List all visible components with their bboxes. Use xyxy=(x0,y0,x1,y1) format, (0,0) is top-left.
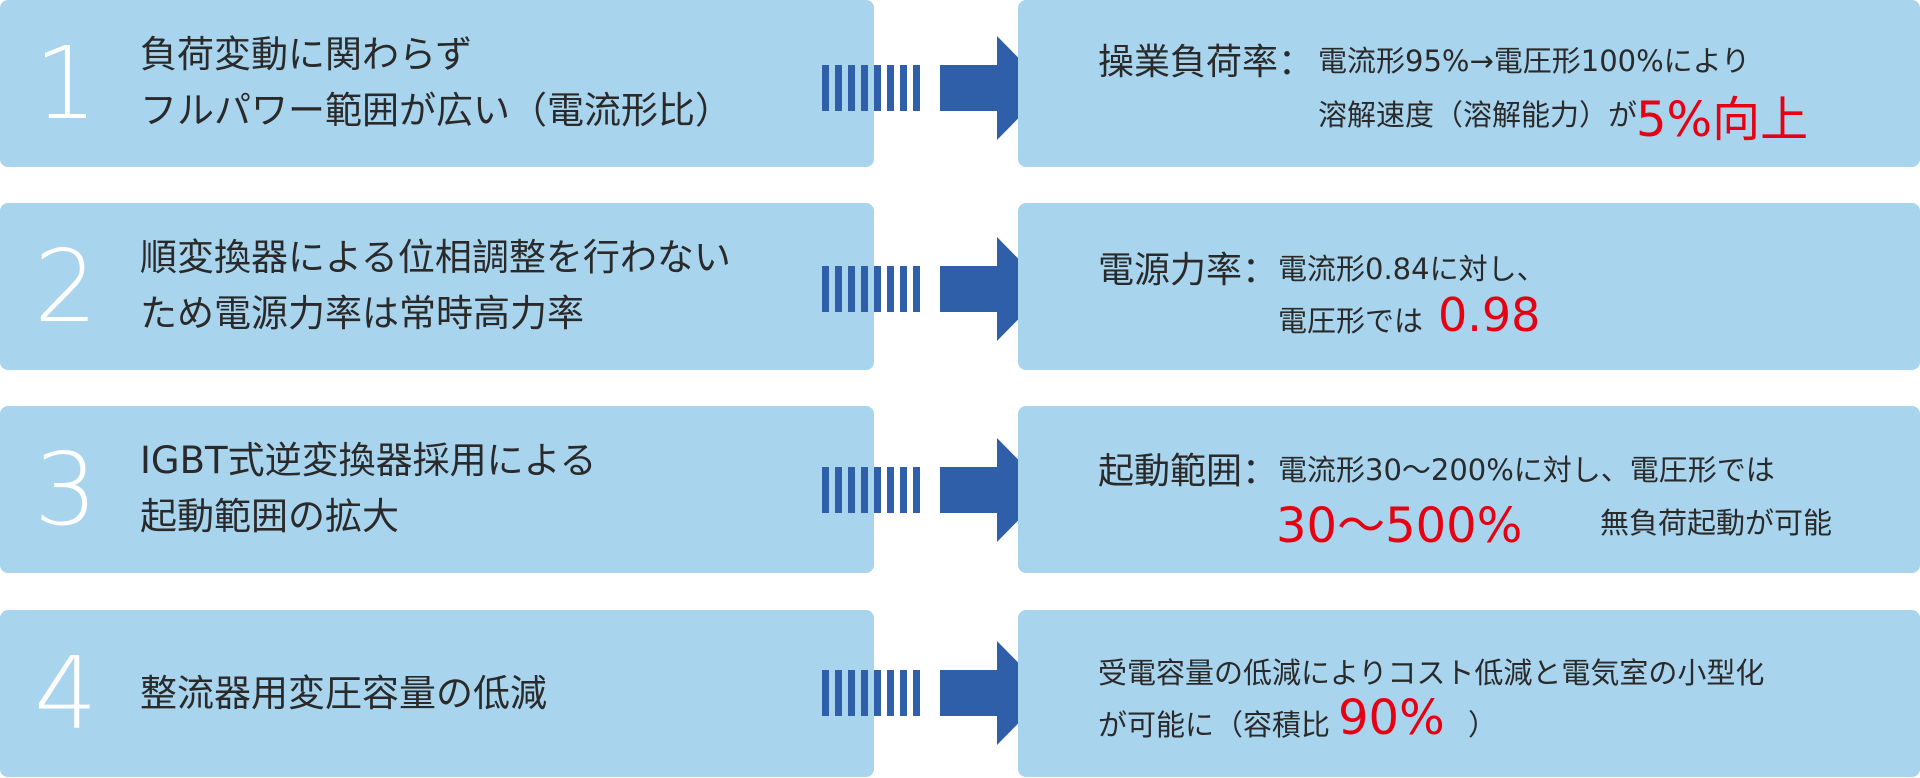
row-2-arrow-icon xyxy=(822,237,1048,341)
row-3-result-box: 起動範囲： 電流形30～200%に対し、電圧形では 30～500% 無負荷起動が… xyxy=(1018,406,1920,573)
row-3-result-highlight: 30～500% xyxy=(1276,498,1523,554)
row-1-result-highlight: 5%向上 xyxy=(1636,92,1809,148)
row-1-feature-box: 1 負荷変動に関わらず フルパワー範囲が広い（電流形比） xyxy=(0,0,874,167)
row-1-result-text-1: 電流形95%→電圧形100%により xyxy=(1318,44,1751,78)
row-3-result-label: 起動範囲： xyxy=(1098,451,1279,492)
row-4-arrow-icon xyxy=(822,641,1048,745)
row-2-result-text-1: 電流形0.84に対し、 xyxy=(1278,252,1546,286)
row-1-result-label: 操業負荷率： xyxy=(1098,42,1315,83)
row-4-result-text-2: が可能に（容積比 xyxy=(1098,708,1331,742)
row-2-description-line-2: ため電源力率は常時高力率 xyxy=(140,292,584,335)
row-2-result-text-2: 電圧形では xyxy=(1278,304,1424,338)
row-4-result-highlight: 90% xyxy=(1338,690,1445,746)
row-2-description-line-1: 順変換器による位相調整を行わない xyxy=(140,236,731,279)
row-2-feature-box: 2 順変換器による位相調整を行わない ため電源力率は常時高力率 xyxy=(0,203,874,370)
row-4-feature-box: 4 整流器用変圧容量の低減 xyxy=(0,610,874,777)
row-3-description-line-1: IGBT式逆変換器採用による xyxy=(140,439,597,482)
row-2-number: 2 xyxy=(34,228,98,345)
row-4-description-line-1: 整流器用変圧容量の低減 xyxy=(140,672,547,715)
row-1-number: 1 xyxy=(34,25,98,142)
row-1-result-text-2: 溶解速度（溶解能力）が xyxy=(1318,98,1638,132)
row-4-number: 4 xyxy=(34,635,98,752)
row-3-number: 3 xyxy=(34,431,98,548)
row-2-result-box: 電源力率： 電流形0.84に対し、 電圧形では 0.98 xyxy=(1018,203,1920,370)
row-3-arrow-icon xyxy=(822,438,1048,542)
row-3-result-text-2: 無負荷起動が可能 xyxy=(1600,506,1833,540)
row-4-result-text-3: ） xyxy=(1468,708,1498,742)
row-1-description-line-1: 負荷変動に関わらず xyxy=(140,33,473,76)
row-1-result-box: 操業負荷率： 電流形95%→電圧形100%により 溶解速度（溶解能力）が 5%向… xyxy=(1018,0,1920,167)
row-4-result-box: 受電容量の低減によりコスト低減と電気室の小型化 が可能に（容積比 90% ） xyxy=(1018,610,1920,777)
row-2-result-label: 電源力率： xyxy=(1098,250,1279,291)
row-1-description-line-2: フルパワー範囲が広い（電流形比） xyxy=(140,89,732,132)
row-2-result-highlight: 0.98 xyxy=(1438,288,1541,342)
row-1-arrow-icon xyxy=(822,36,1048,140)
row-4-result-text-1: 受電容量の低減によりコスト低減と電気室の小型化 xyxy=(1098,656,1765,690)
row-3-feature-box: 3 IGBT式逆変換器採用による 起動範囲の拡大 xyxy=(0,406,874,573)
row-3-description-line-2: 起動範囲の拡大 xyxy=(140,495,399,538)
row-3-result-text-1: 電流形30～200%に対し、電圧形では xyxy=(1278,453,1775,487)
